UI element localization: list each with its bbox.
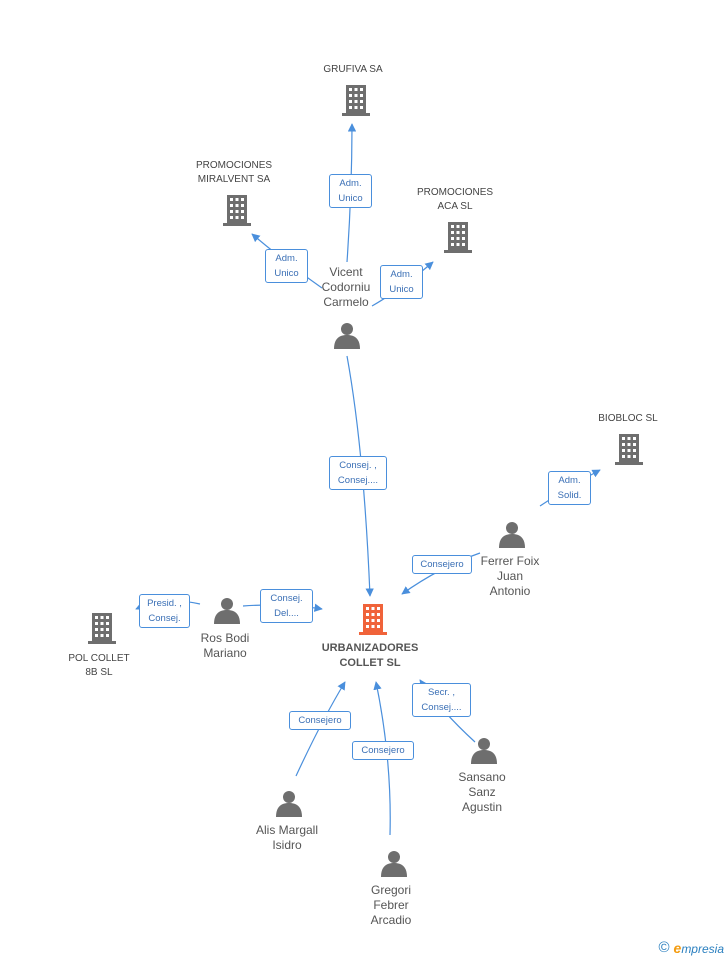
sansano-label-line: Agustin bbox=[461, 800, 503, 814]
polcollet-label-line: 8B SL bbox=[85, 667, 113, 678]
role-box-line: Consej.... bbox=[421, 702, 462, 713]
biobloc-label-line: BIOBLOC SL bbox=[598, 413, 658, 424]
gregori-label-line: Gregori bbox=[370, 883, 411, 897]
vicent-person-icon[interactable] bbox=[334, 323, 360, 349]
role-box-line: Consej. bbox=[270, 593, 303, 604]
miralvent-building-icon[interactable] bbox=[223, 195, 251, 226]
urbanizadores-label[interactable]: URBANIZADORES COLLET SL bbox=[310, 641, 430, 671]
miralvent-label-line: MIRALVENT SA bbox=[197, 174, 271, 185]
gregori-person-icon[interactable] bbox=[381, 851, 407, 877]
empresia-logo: empresia bbox=[674, 940, 724, 956]
role-box-line: Consej.... bbox=[337, 475, 379, 486]
role-box-vicent-grufiva: Adm. Unico bbox=[329, 174, 372, 208]
sansano-label[interactable]: Sansano Sanz Agustin bbox=[432, 770, 532, 815]
role-box-line: Adm. bbox=[275, 253, 298, 264]
polcollet-label-line: POL COLLET bbox=[68, 653, 130, 664]
biobloc-label[interactable]: BIOBLOC SL bbox=[578, 412, 678, 426]
role-box-line: Adm. bbox=[339, 178, 362, 189]
ferrer-label-line: Ferrer Foix bbox=[480, 554, 540, 568]
role-box-line: Adm. bbox=[558, 475, 581, 486]
role-box-line: Secr. , bbox=[428, 687, 455, 698]
vicent-label-line: Carmelo bbox=[323, 295, 369, 309]
footer-brand[interactable]: © empresia bbox=[658, 939, 724, 956]
sansano-label-line: Sansano bbox=[458, 770, 506, 784]
role-box-line: Unico bbox=[274, 268, 299, 279]
alis-label-line: Alis Margall bbox=[255, 823, 318, 837]
polcollet-building-icon[interactable] bbox=[88, 613, 116, 644]
role-box-line: Unico bbox=[338, 193, 363, 204]
role-box-line: Adm. bbox=[390, 269, 413, 280]
role-box-line: Consej. bbox=[148, 613, 181, 624]
alis-person-icon[interactable] bbox=[276, 791, 302, 817]
miralvent-label-line: PROMOCIONES bbox=[195, 160, 273, 171]
brand-initial: e bbox=[673, 939, 682, 956]
ferrer-person-icon[interactable] bbox=[499, 522, 525, 548]
ros-label[interactable]: Ros Bodi Mariano bbox=[175, 631, 275, 661]
role-box-vicent-aca: Adm. Unico bbox=[380, 265, 423, 299]
ferrer-label[interactable]: Ferrer Foix Juan Antonio bbox=[460, 554, 560, 599]
sansano-label-line: Sanz bbox=[468, 785, 496, 799]
ros-label-line: Ros Bodi bbox=[200, 631, 250, 645]
role-box-line: Unico bbox=[389, 284, 414, 295]
brand-rest: mpresia bbox=[681, 941, 724, 956]
miralvent-label[interactable]: PROMOCIONES MIRALVENT SA bbox=[179, 159, 289, 187]
role-box-gregori-urbanizadores: Consejero bbox=[352, 741, 414, 760]
role-box-vicent-miralvent: Adm. Unico bbox=[265, 249, 308, 283]
gregori-label-line: Arcadio bbox=[370, 913, 412, 927]
aca-building-icon[interactable] bbox=[444, 222, 472, 253]
role-box-ferrer-urbanizadores: Consejero bbox=[412, 555, 472, 574]
role-box-line: Presid. , bbox=[147, 598, 182, 609]
role-box-ros-urbanizadores: Consej. Del.... bbox=[260, 589, 313, 623]
aca-label[interactable]: PROMOCIONES ACA SL bbox=[400, 186, 510, 214]
ferrer-label-line: Juan bbox=[496, 569, 524, 583]
role-box-ferrer-biobloc: Adm. Solid. bbox=[548, 471, 591, 505]
aca-label-line: PROMOCIONES bbox=[416, 187, 494, 198]
polcollet-label[interactable]: POL COLLET 8B SL bbox=[49, 652, 149, 680]
vicent-label-line: Vicent bbox=[329, 265, 363, 279]
role-box-line: Del.... bbox=[274, 608, 299, 619]
role-box-sansano-urbanizadores: Secr. , Consej.... bbox=[412, 683, 471, 717]
role-box-line: Consej. , bbox=[339, 460, 377, 471]
grufiva-building-icon[interactable] bbox=[342, 85, 370, 116]
vicent-label[interactable]: Vicent Codorniu Carmelo bbox=[296, 265, 396, 310]
gregori-label[interactable]: Gregori Febrer Arcadio bbox=[341, 883, 441, 928]
aca-label-line: ACA SL bbox=[437, 201, 473, 212]
role-box-alis-urbanizadores: Consejero bbox=[289, 711, 351, 730]
role-box-line: Consejero bbox=[420, 559, 464, 570]
ferrer-label-line: Antonio bbox=[489, 584, 531, 598]
grufiva-label[interactable]: GRUFIVA SA bbox=[303, 63, 403, 77]
alis-label-line: Isidro bbox=[272, 838, 302, 852]
role-box-ros-polcollet: Presid. , Consej. bbox=[139, 594, 190, 628]
role-box-line: Consejero bbox=[298, 715, 342, 726]
copyright-icon: © bbox=[658, 939, 670, 956]
ros-label-line: Mariano bbox=[203, 646, 247, 660]
urbanizadores-building-icon[interactable] bbox=[359, 604, 387, 635]
role-box-vicent-urbanizadores: Consej. , Consej.... bbox=[329, 456, 387, 490]
ros-person-icon[interactable] bbox=[214, 598, 240, 624]
role-box-line: Consejero bbox=[361, 745, 405, 756]
urbanizadores-label-line: COLLET SL bbox=[339, 657, 401, 669]
gregori-label-line: Febrer bbox=[373, 898, 409, 912]
biobloc-building-icon[interactable] bbox=[615, 434, 643, 465]
role-box-line: Solid. bbox=[557, 490, 582, 501]
urbanizadores-label-line: URBANIZADORES bbox=[321, 642, 419, 654]
grufiva-label-line: GRUFIVA SA bbox=[323, 64, 383, 75]
alis-label[interactable]: Alis Margall Isidro bbox=[237, 823, 337, 853]
vicent-label-line: Codorniu bbox=[321, 280, 371, 294]
